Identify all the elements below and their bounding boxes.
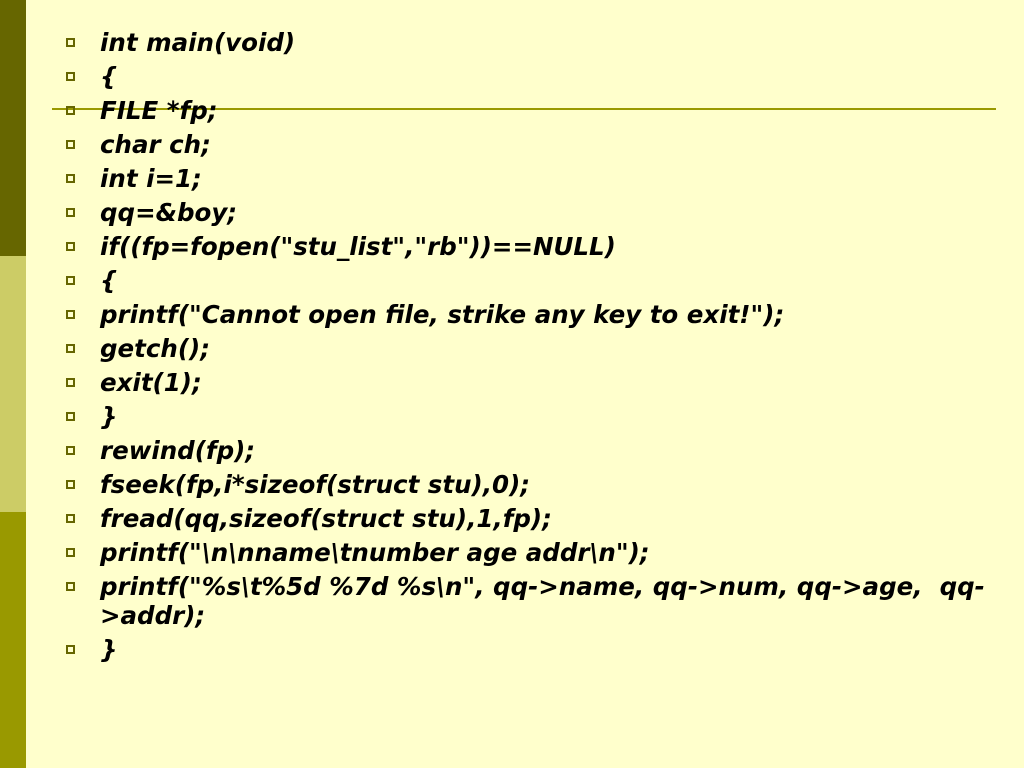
list-item: } (62, 635, 1002, 664)
list-item: printf("%s\t%5d %7d %s\n", qq->name, qq-… (62, 572, 1002, 630)
hollow-square-bullet-icon (66, 645, 75, 654)
list-item: int main(void) (62, 28, 1002, 57)
code-line: getch(); (100, 334, 211, 363)
code-bullet-list: int main(void) { FILE *fp; char ch; int … (62, 28, 1002, 669)
hollow-square-bullet-icon (66, 310, 75, 319)
list-item: getch(); (62, 334, 1002, 363)
code-line: fread(qq,sizeof(struct stu),1,fp); (100, 504, 552, 533)
code-line: { (100, 62, 118, 91)
decorative-bar-middle (0, 256, 26, 512)
code-line: fseek(fp,i*sizeof(struct stu),0); (100, 470, 531, 499)
decorative-bar-bottom (0, 512, 26, 768)
list-item: qq=&boy; (62, 198, 1002, 227)
list-item: rewind(fp); (62, 436, 1002, 465)
code-line: printf("Cannot open file, strike any key… (100, 300, 785, 329)
list-item: char ch; (62, 130, 1002, 159)
code-line: rewind(fp); (100, 436, 256, 465)
code-line: printf("\n\nname\tnumber age addr\n"); (100, 538, 650, 567)
hollow-square-bullet-icon (66, 446, 75, 455)
code-line: if((fp=fopen("stu_list","rb"))==NULL) (100, 232, 616, 261)
hollow-square-bullet-icon (66, 548, 75, 557)
list-item: FILE *fp; (62, 96, 1002, 125)
code-line: exit(1); (100, 368, 202, 397)
hollow-square-bullet-icon (66, 378, 75, 387)
title-divider-line (52, 108, 996, 110)
hollow-square-bullet-icon (66, 514, 75, 523)
hollow-square-bullet-icon (66, 344, 75, 353)
code-line: } (100, 402, 118, 431)
list-item: int i=1; (62, 164, 1002, 193)
list-item: fseek(fp,i*sizeof(struct stu),0); (62, 470, 1002, 499)
hollow-square-bullet-icon (66, 276, 75, 285)
code-line: int main(void) (100, 28, 296, 57)
code-line: FILE *fp; (100, 96, 218, 125)
hollow-square-bullet-icon (66, 72, 75, 81)
list-item: } (62, 402, 1002, 431)
list-item: if((fp=fopen("stu_list","rb"))==NULL) (62, 232, 1002, 261)
list-item: { (62, 62, 1002, 91)
list-item: printf("Cannot open file, strike any key… (62, 300, 1002, 329)
hollow-square-bullet-icon (66, 140, 75, 149)
list-item: { (62, 266, 1002, 295)
list-item: exit(1); (62, 368, 1002, 397)
code-line: { (100, 266, 118, 295)
code-line: } (100, 635, 118, 664)
hollow-square-bullet-icon (66, 38, 75, 47)
code-line: printf("%s\t%5d %7d %s\n", qq->name, qq-… (100, 572, 985, 630)
list-item: fread(qq,sizeof(struct stu),1,fp); (62, 504, 1002, 533)
list-item: printf("\n\nname\tnumber age addr\n"); (62, 538, 1002, 567)
hollow-square-bullet-icon (66, 106, 75, 115)
code-line: char ch; (100, 130, 211, 159)
hollow-square-bullet-icon (66, 582, 75, 591)
hollow-square-bullet-icon (66, 208, 75, 217)
code-line: int i=1; (100, 164, 202, 193)
hollow-square-bullet-icon (66, 412, 75, 421)
hollow-square-bullet-icon (66, 242, 75, 251)
hollow-square-bullet-icon (66, 480, 75, 489)
decorative-bar-top (0, 0, 26, 256)
code-line: qq=&boy; (100, 198, 238, 227)
hollow-square-bullet-icon (66, 174, 75, 183)
